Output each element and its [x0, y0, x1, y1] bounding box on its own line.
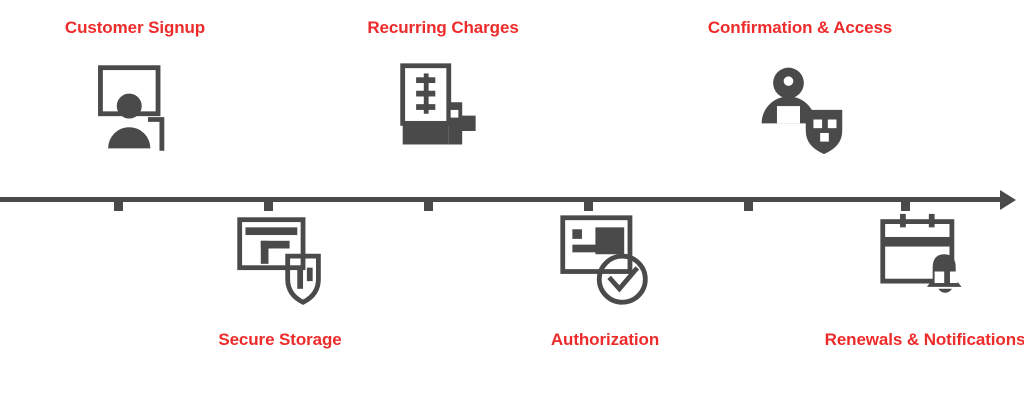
card-shield-icon — [232, 212, 328, 308]
milestone-recurring-charges[interactable]: Recurring Charges — [323, 18, 563, 156]
user-signup-icon — [87, 60, 183, 156]
timeline-axis-line — [0, 197, 1006, 202]
timeline-tick-4 — [584, 202, 593, 211]
milestone-label-authorization: Authorization — [550, 330, 660, 349]
timeline-arrow-head — [1000, 190, 1016, 210]
milestone-authorization[interactable]: Authorization — [485, 212, 725, 350]
milestone-secure-storage[interactable]: Secure Storage — [160, 212, 400, 350]
milestone-confirmation-access[interactable]: Confirmation & Access — [680, 18, 920, 156]
card-check-icon — [557, 212, 653, 308]
milestone-renewals-notifications[interactable]: Renewals & Notifications — [805, 212, 1024, 350]
milestone-label-confirmation-access: Confirmation & Access — [707, 18, 893, 37]
milestone-customer-signup[interactable]: Customer Signup — [15, 18, 255, 156]
timeline-tick-2 — [264, 202, 273, 211]
user-key-badge-icon — [752, 60, 848, 156]
timeline-tick-6 — [901, 202, 910, 211]
timeline-tick-3 — [424, 202, 433, 211]
milestone-label-secure-storage: Secure Storage — [218, 330, 342, 349]
mobile-payment-recurring-icon — [395, 60, 491, 156]
calendar-bell-icon — [877, 212, 973, 308]
milestone-label-recurring-charges: Recurring Charges — [367, 18, 519, 37]
timeline-tick-5 — [744, 202, 753, 211]
milestone-label-customer-signup: Customer Signup — [64, 18, 206, 37]
milestone-label-renewals-notifications: Renewals & Notifications — [824, 330, 1024, 349]
timeline-tick-1 — [114, 202, 123, 211]
